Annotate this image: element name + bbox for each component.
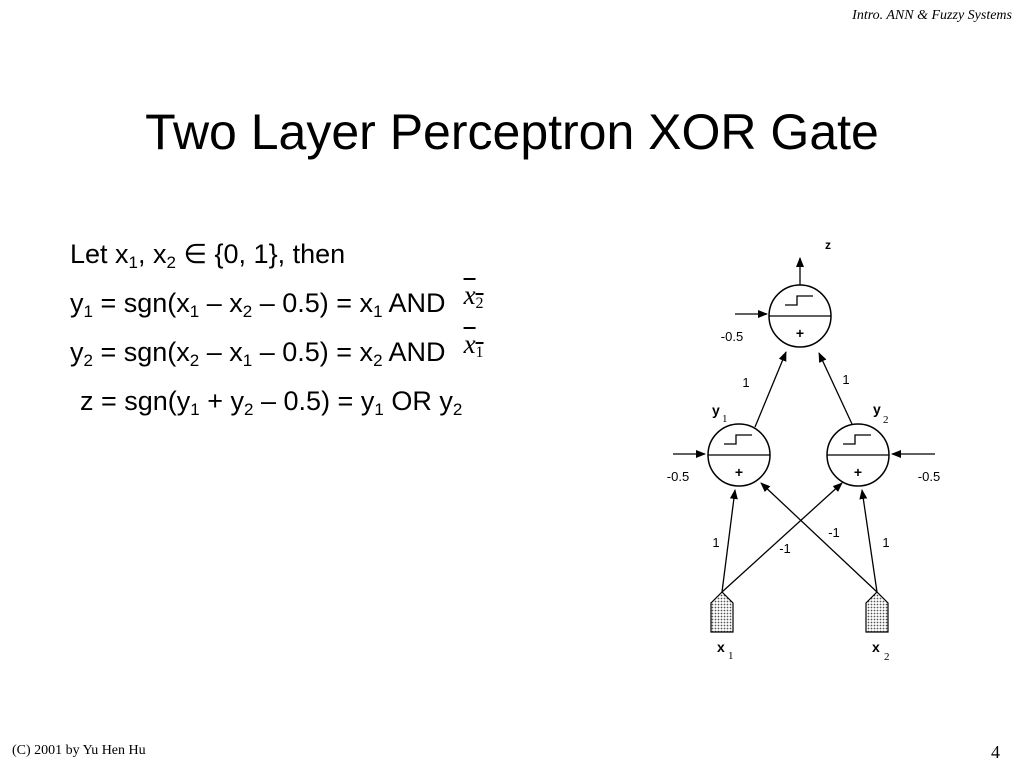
slide-title: Two Layer Perceptron XOR Gate bbox=[145, 104, 879, 160]
x1-bar: x1 bbox=[463, 329, 484, 361]
weight-x2-y1: -1 bbox=[828, 525, 840, 540]
hidden-neuron-y2: + bbox=[826, 423, 890, 487]
page-number: 4 bbox=[991, 742, 1000, 762]
step-function-icon bbox=[785, 295, 813, 306]
copyright-footer: (C) 2001 by Yu Hen Hu bbox=[12, 743, 146, 758]
x1-index: 1 bbox=[728, 650, 734, 662]
x2-label: x bbox=[872, 639, 880, 655]
svg-text:+: + bbox=[796, 325, 804, 341]
y2-index: 2 bbox=[883, 414, 889, 426]
course-header: Intro. ANN & Fuzzy Systems bbox=[852, 8, 1012, 23]
y1-index: 1 bbox=[722, 413, 728, 425]
step-function-icon bbox=[843, 434, 871, 445]
input-node-x2 bbox=[865, 591, 889, 633]
top-bias-label: -0.5 bbox=[721, 329, 743, 344]
edge-x2-y1 bbox=[760, 482, 878, 593]
weight-x1-y2: -1 bbox=[779, 541, 791, 556]
output-neuron-z: + bbox=[768, 284, 832, 348]
output-label: z bbox=[825, 238, 831, 252]
x1-label: x bbox=[717, 639, 725, 655]
svg-text:+: + bbox=[735, 464, 743, 480]
x2-bar: x2 bbox=[463, 280, 484, 312]
svg-text:+: + bbox=[854, 464, 862, 480]
equations: Let x1, x2 ∈ {0, 1}, then y1 = sgn(x1 – … bbox=[70, 230, 484, 426]
right-bias-label: -0.5 bbox=[918, 469, 940, 484]
left-bias-label: -0.5 bbox=[667, 469, 689, 484]
edge-y1-z bbox=[754, 351, 787, 428]
hidden-neuron-y1: + bbox=[707, 423, 771, 487]
edge-x1-y2 bbox=[721, 482, 843, 593]
y2-label: y bbox=[873, 401, 881, 417]
weight-y1-z: 1 bbox=[742, 375, 749, 390]
step-function-icon bbox=[724, 434, 752, 445]
x2-index: 2 bbox=[884, 651, 890, 663]
input-node-x1 bbox=[710, 591, 734, 633]
edge-x2-y2 bbox=[859, 489, 878, 593]
equation-line-4: z = sgn(y1 + y2 – 0.5) = y1 OR y2 bbox=[80, 386, 463, 419]
weight-y2-z: 1 bbox=[842, 372, 849, 387]
weight-x2-y2: 1 bbox=[882, 535, 889, 550]
edge-x1-y1 bbox=[721, 489, 738, 593]
weight-x1-y1: 1 bbox=[712, 535, 719, 550]
edge-y2-z bbox=[818, 352, 853, 425]
equation-line-1: Let x1, x2 ∈ {0, 1}, then bbox=[70, 239, 346, 272]
y1-label: y bbox=[712, 402, 720, 418]
